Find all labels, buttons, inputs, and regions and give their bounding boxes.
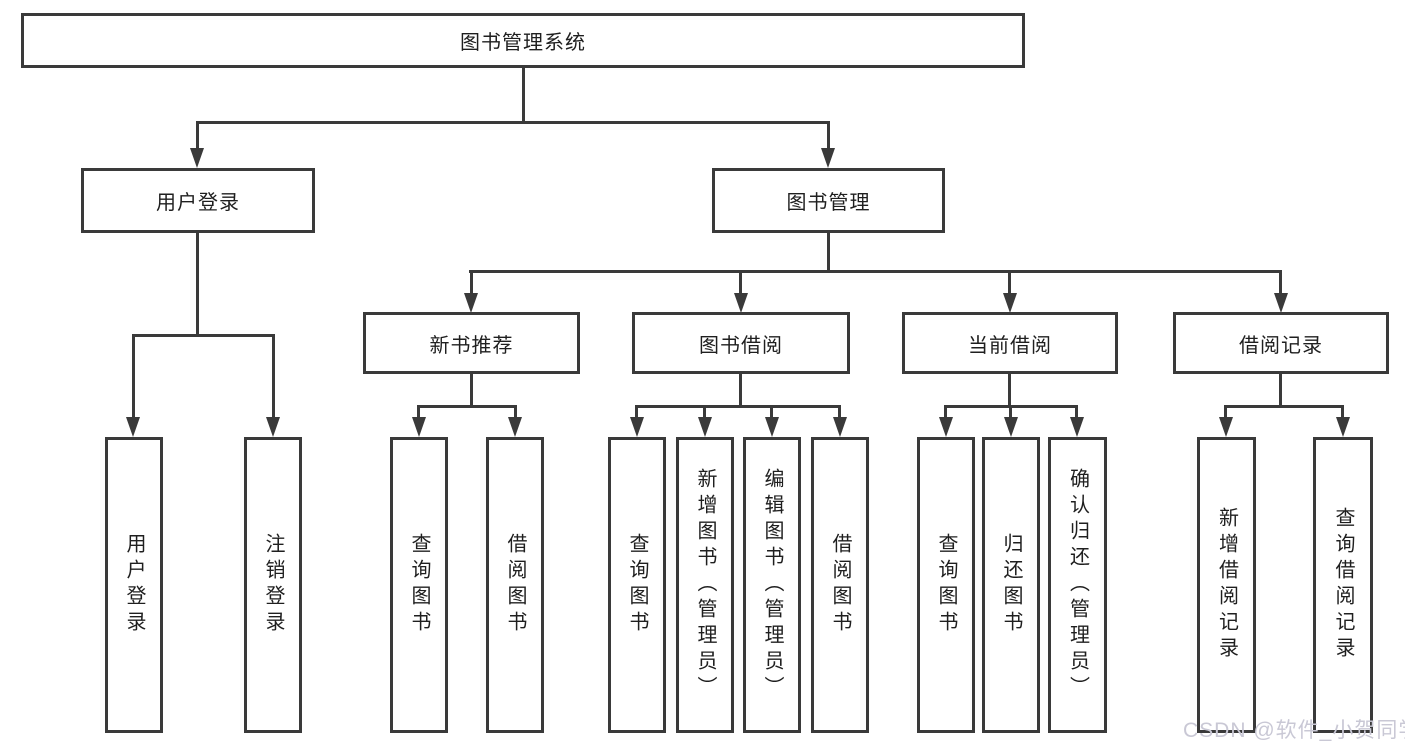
arrowhead [266,417,280,437]
arrowhead [508,417,522,437]
connector-line [635,405,638,419]
connector-line [827,233,830,273]
leaf-query-books-borrowing: 查询图书 [608,437,666,733]
arrowhead [1004,417,1018,437]
connector-line [1341,405,1344,419]
connector-line [1225,405,1344,408]
leaf-label: 新增借阅记录 [1215,507,1238,663]
arrowhead [1336,417,1350,437]
connector-line [514,405,517,419]
connector-line [1075,405,1078,419]
connector-line [739,374,742,407]
arrowhead [833,417,847,437]
connector-line [132,334,275,337]
connector-line [1008,374,1011,407]
connector-line [417,405,517,408]
node-library-management-system: 图书管理系统 [21,13,1025,68]
node-user-login: 用户登录 [81,168,315,233]
leaf-user-login: 用户登录 [105,437,163,733]
leaf-query-borrow-record: 查询借阅记录 [1313,437,1373,733]
leaf-label: 编辑图书（管理员） [761,468,783,702]
connector-line [1009,405,1012,419]
arrowhead [412,417,426,437]
leaf-label: 新增图书（管理员） [694,468,716,702]
leaf-label: 查询图书 [935,533,957,637]
arrowhead [1219,417,1233,437]
arrowhead [1003,293,1017,313]
leaf-query-books-current: 查询图书 [917,437,975,733]
leaf-label: 注销登录 [262,533,284,637]
csdn-watermark: CSDN @软件_小贺同学 [1183,719,1405,742]
connector-line [196,121,199,150]
connector-line [417,405,420,419]
connector-line [470,374,473,407]
arrowhead [734,293,748,313]
leaf-label: 查询图书 [408,533,430,637]
arrowhead [190,148,204,168]
leaf-add-books-admin: 新增图书（管理员） [676,437,734,733]
connector-line [1008,270,1011,295]
connector-line [944,405,947,419]
connector-line [272,334,275,419]
leaf-label: 归还图书 [1000,533,1022,637]
node-book-borrowing: 图书借阅 [632,312,850,374]
leaf-borrow-books: 借阅图书 [811,437,869,733]
connector-line [469,270,1282,273]
arrowhead [765,417,779,437]
arrowhead [630,417,644,437]
connector-line [739,270,742,295]
arrowhead [464,293,478,313]
connector-line [522,68,525,123]
arrowhead [821,148,835,168]
connector-line [636,405,841,408]
arrowhead [1070,417,1084,437]
connector-line [1279,374,1282,407]
arrowhead [126,417,140,437]
leaf-label: 借阅图书 [504,533,526,637]
leaf-query-books-recommend: 查询图书 [390,437,448,733]
node-new-book-recommendation: 新书推荐 [363,312,580,374]
connector-line [196,233,199,336]
leaf-logout: 注销登录 [244,437,302,733]
leaf-borrow-books-recommend: 借阅图书 [486,437,544,733]
connector-line [770,405,773,419]
connector-line [838,405,841,419]
leaf-label: 用户登录 [123,533,145,637]
connector-line [1224,405,1227,419]
connector-line [827,121,830,150]
leaf-edit-books-admin: 编辑图书（管理员） [743,437,801,733]
leaf-add-borrow-record: 新增借阅记录 [1197,437,1256,733]
connector-line [196,121,830,124]
arrowhead [1274,293,1288,313]
leaf-label: 查询图书 [626,533,648,637]
leaf-return-books: 归还图书 [982,437,1040,733]
connector-line [703,405,706,419]
connector-line [1279,270,1282,295]
arrowhead [698,417,712,437]
leaf-label: 借阅图书 [829,533,851,637]
node-borrowing-records: 借阅记录 [1173,312,1389,374]
leaf-confirm-return-admin: 确认归还（管理员） [1048,437,1107,733]
node-current-borrowing: 当前借阅 [902,312,1118,374]
arrowhead [939,417,953,437]
connector-line [132,334,135,419]
node-book-management: 图书管理 [712,168,945,233]
leaf-label: 查询借阅记录 [1332,507,1354,663]
connector-line [470,270,473,295]
leaf-label: 确认归还（管理员） [1066,468,1089,702]
